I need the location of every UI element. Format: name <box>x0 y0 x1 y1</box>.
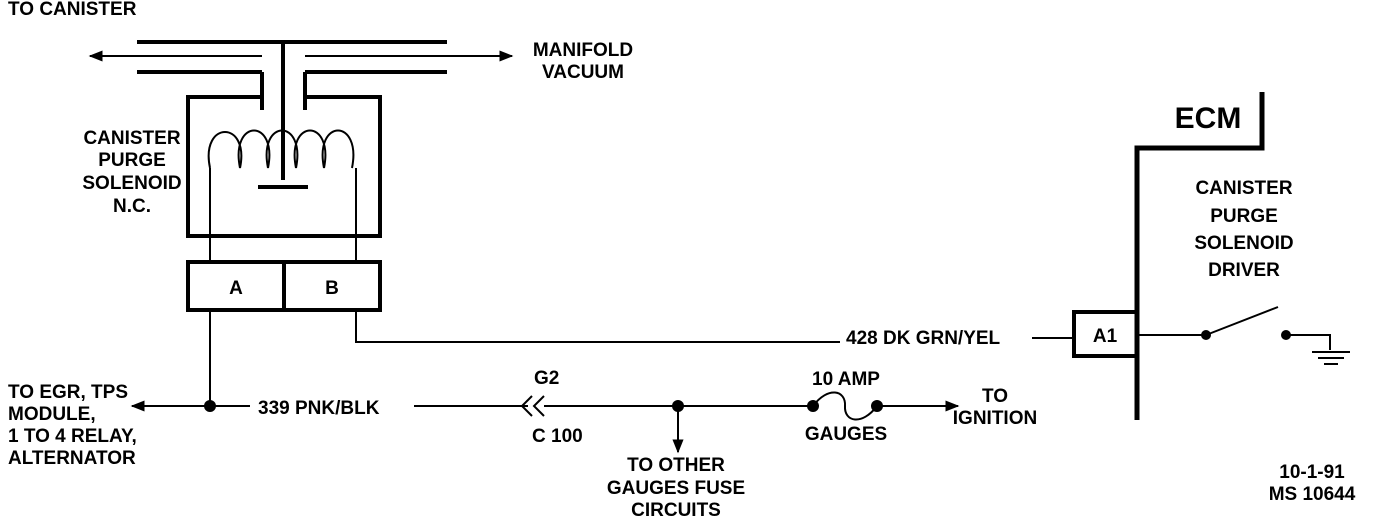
pin-b-label: B <box>325 278 339 299</box>
connector-c100-icon <box>520 395 545 417</box>
solenoid-connector <box>186 260 382 312</box>
to-ignition-label: TO IGNITION <box>953 386 1037 429</box>
svg-text:ALTERNATOR: ALTERNATOR <box>8 448 136 469</box>
svg-text:MODULE,: MODULE, <box>8 404 96 425</box>
solenoid-coil <box>207 129 355 169</box>
to-egr-label: TO EGR, TPS MODULE, 1 TO 4 RELAY, ALTERN… <box>8 382 137 469</box>
svg-text:TO OTHER: TO OTHER <box>627 455 725 476</box>
svg-text:GAUGES FUSE: GAUGES FUSE <box>607 478 745 499</box>
ecm-pin-a1-label: A1 <box>1093 326 1118 347</box>
svg-text:CANISTER: CANISTER <box>1195 178 1292 199</box>
wire-428 <box>355 310 840 343</box>
solenoid-label: CANISTER PURGE SOLENOID N.C. <box>82 128 181 217</box>
svg-text:N.C.: N.C. <box>113 196 151 217</box>
svg-text:PURGE: PURGE <box>98 150 166 171</box>
svg-text:10-1-91: 10-1-91 <box>1279 462 1345 483</box>
svg-text:VACUUM: VACUUM <box>542 62 624 83</box>
ground-icon <box>1312 351 1350 365</box>
svg-text:IGNITION: IGNITION <box>953 408 1037 429</box>
fuse-icon <box>807 391 883 421</box>
manifold-vacuum-label: MANIFOLD VACUUM <box>533 40 633 83</box>
to-canister-label: TO CANISTER <box>8 0 137 20</box>
svg-text:MANIFOLD: MANIFOLD <box>533 40 633 61</box>
fuse-name-label: GAUGES <box>805 424 887 445</box>
fuse-rating-label: 10 AMP <box>812 369 880 390</box>
ecm-title: ECM <box>1175 102 1242 135</box>
svg-text:TO: TO <box>982 386 1008 407</box>
to-other-gauges-label: TO OTHER GAUGES FUSE CIRCUITS <box>607 455 745 518</box>
driver-label: CANISTER PURGE SOLENOID DRIVER <box>1194 178 1293 281</box>
wire-428-label: 428 DK GRN/YEL <box>846 328 1001 349</box>
svg-text:SOLENOID: SOLENOID <box>82 173 181 194</box>
document-reference: 10-1-91 MS 10644 <box>1269 462 1356 505</box>
connector-g2-label: G2 <box>534 368 559 389</box>
svg-text:TO EGR, TPS: TO EGR, TPS <box>8 382 128 403</box>
ecm-boundary <box>1134 92 1265 420</box>
svg-text:CIRCUITS: CIRCUITS <box>631 500 721 518</box>
svg-text:CANISTER: CANISTER <box>83 128 180 149</box>
svg-text:SOLENOID: SOLENOID <box>1194 233 1293 254</box>
svg-text:DRIVER: DRIVER <box>1208 260 1280 281</box>
canister-purge-solenoid <box>186 44 382 262</box>
svg-text:MS 10644: MS 10644 <box>1269 484 1356 505</box>
wire-339-label: 339 PNK/BLK <box>258 398 380 419</box>
vacuum-hose <box>137 40 447 110</box>
pin-a-label: A <box>229 278 243 299</box>
svg-text:PURGE: PURGE <box>1210 206 1278 227</box>
purge-solenoid-driver-switch <box>1137 306 1331 350</box>
svg-text:1 TO 4 RELAY,: 1 TO 4 RELAY, <box>8 426 137 447</box>
connector-c100-label: C 100 <box>532 426 583 447</box>
